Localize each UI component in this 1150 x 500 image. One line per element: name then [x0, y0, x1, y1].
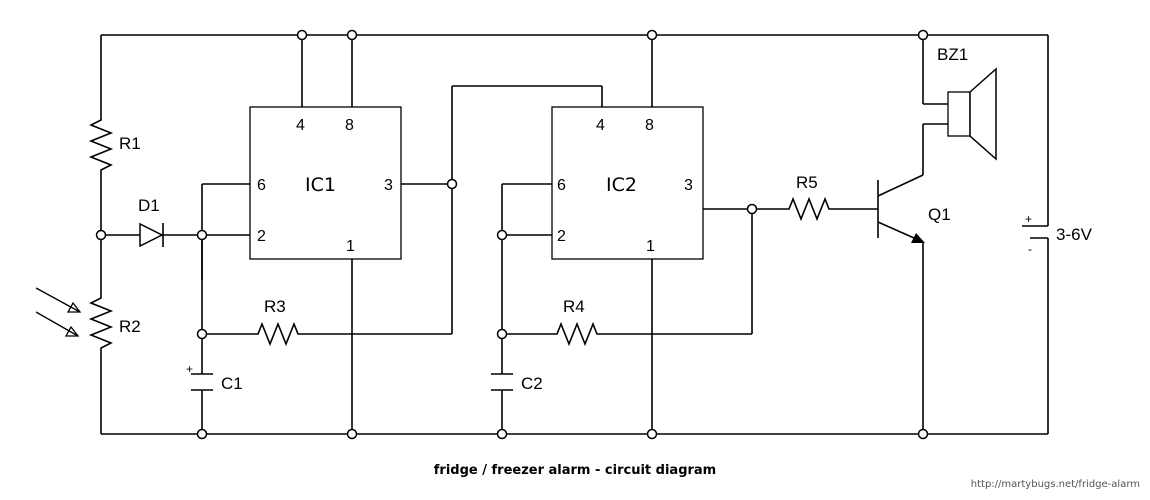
battery-plus: +: [1025, 212, 1032, 226]
ic2-pin3: 3: [684, 177, 693, 194]
ic1-pin3: 3: [384, 177, 393, 194]
light-arrows-icon: [35, 287, 82, 337]
r4-label: R4: [563, 297, 585, 316]
speaker-bz1-icon: [922, 35, 997, 175]
resistor-r1-icon: [88, 112, 114, 174]
c2-label: C2: [521, 374, 543, 393]
ic2-wires: [501, 35, 783, 434]
capacitor-c1-icon: [191, 373, 213, 391]
ic1-chip: [249, 106, 402, 260]
junction-nodes: [95, 29, 929, 440]
ic1-label: IC1: [305, 174, 336, 196]
r5-label: R5: [796, 173, 818, 192]
ic2-label: IC2: [606, 174, 637, 196]
ic1-pin1: 1: [346, 238, 355, 255]
resistor-r3-icon: [252, 321, 302, 347]
r1-label: R1: [119, 134, 141, 153]
q1-label: Q1: [928, 205, 951, 224]
capacitor-c2-icon: [491, 373, 513, 391]
r3-label: R3: [264, 297, 286, 316]
c1-label: C1: [221, 374, 243, 393]
d1-label: D1: [138, 196, 160, 215]
ic1-pin4: 4: [296, 117, 305, 134]
source-url: http://martybugs.net/fridge-alarm: [971, 479, 1140, 490]
battery-minus: -: [1028, 242, 1032, 256]
diode-d1-icon: [101, 222, 202, 248]
ic1-pin2: 2: [257, 228, 266, 245]
bz1-label: BZ1: [937, 45, 968, 64]
c1-plus: +: [186, 362, 193, 376]
ic1-pin8: 8: [345, 117, 354, 134]
ic1-wires: [201, 35, 603, 434]
battery-voltage-label: 3-6V: [1056, 225, 1093, 244]
npn-transistor-q1-icon: [877, 174, 925, 434]
ic2-pin1: 1: [646, 238, 655, 255]
resistor-r5-icon: [783, 196, 878, 222]
r2-label: R2: [119, 317, 141, 336]
resistor-r4-icon: [551, 321, 601, 347]
ic2-pin8: 8: [645, 117, 654, 134]
battery-icon: [1022, 35, 1049, 434]
ic2-pin6: 6: [557, 177, 566, 194]
ic2-pin4: 4: [596, 117, 605, 134]
ic2-chip: [551, 106, 704, 260]
diagram-caption: fridge / freezer alarm - circuit diagram: [434, 463, 716, 478]
ic2-pin2: 2: [557, 228, 566, 245]
ic1-pin6: 6: [257, 177, 266, 194]
photoresistor-r2-icon: [88, 290, 114, 356]
